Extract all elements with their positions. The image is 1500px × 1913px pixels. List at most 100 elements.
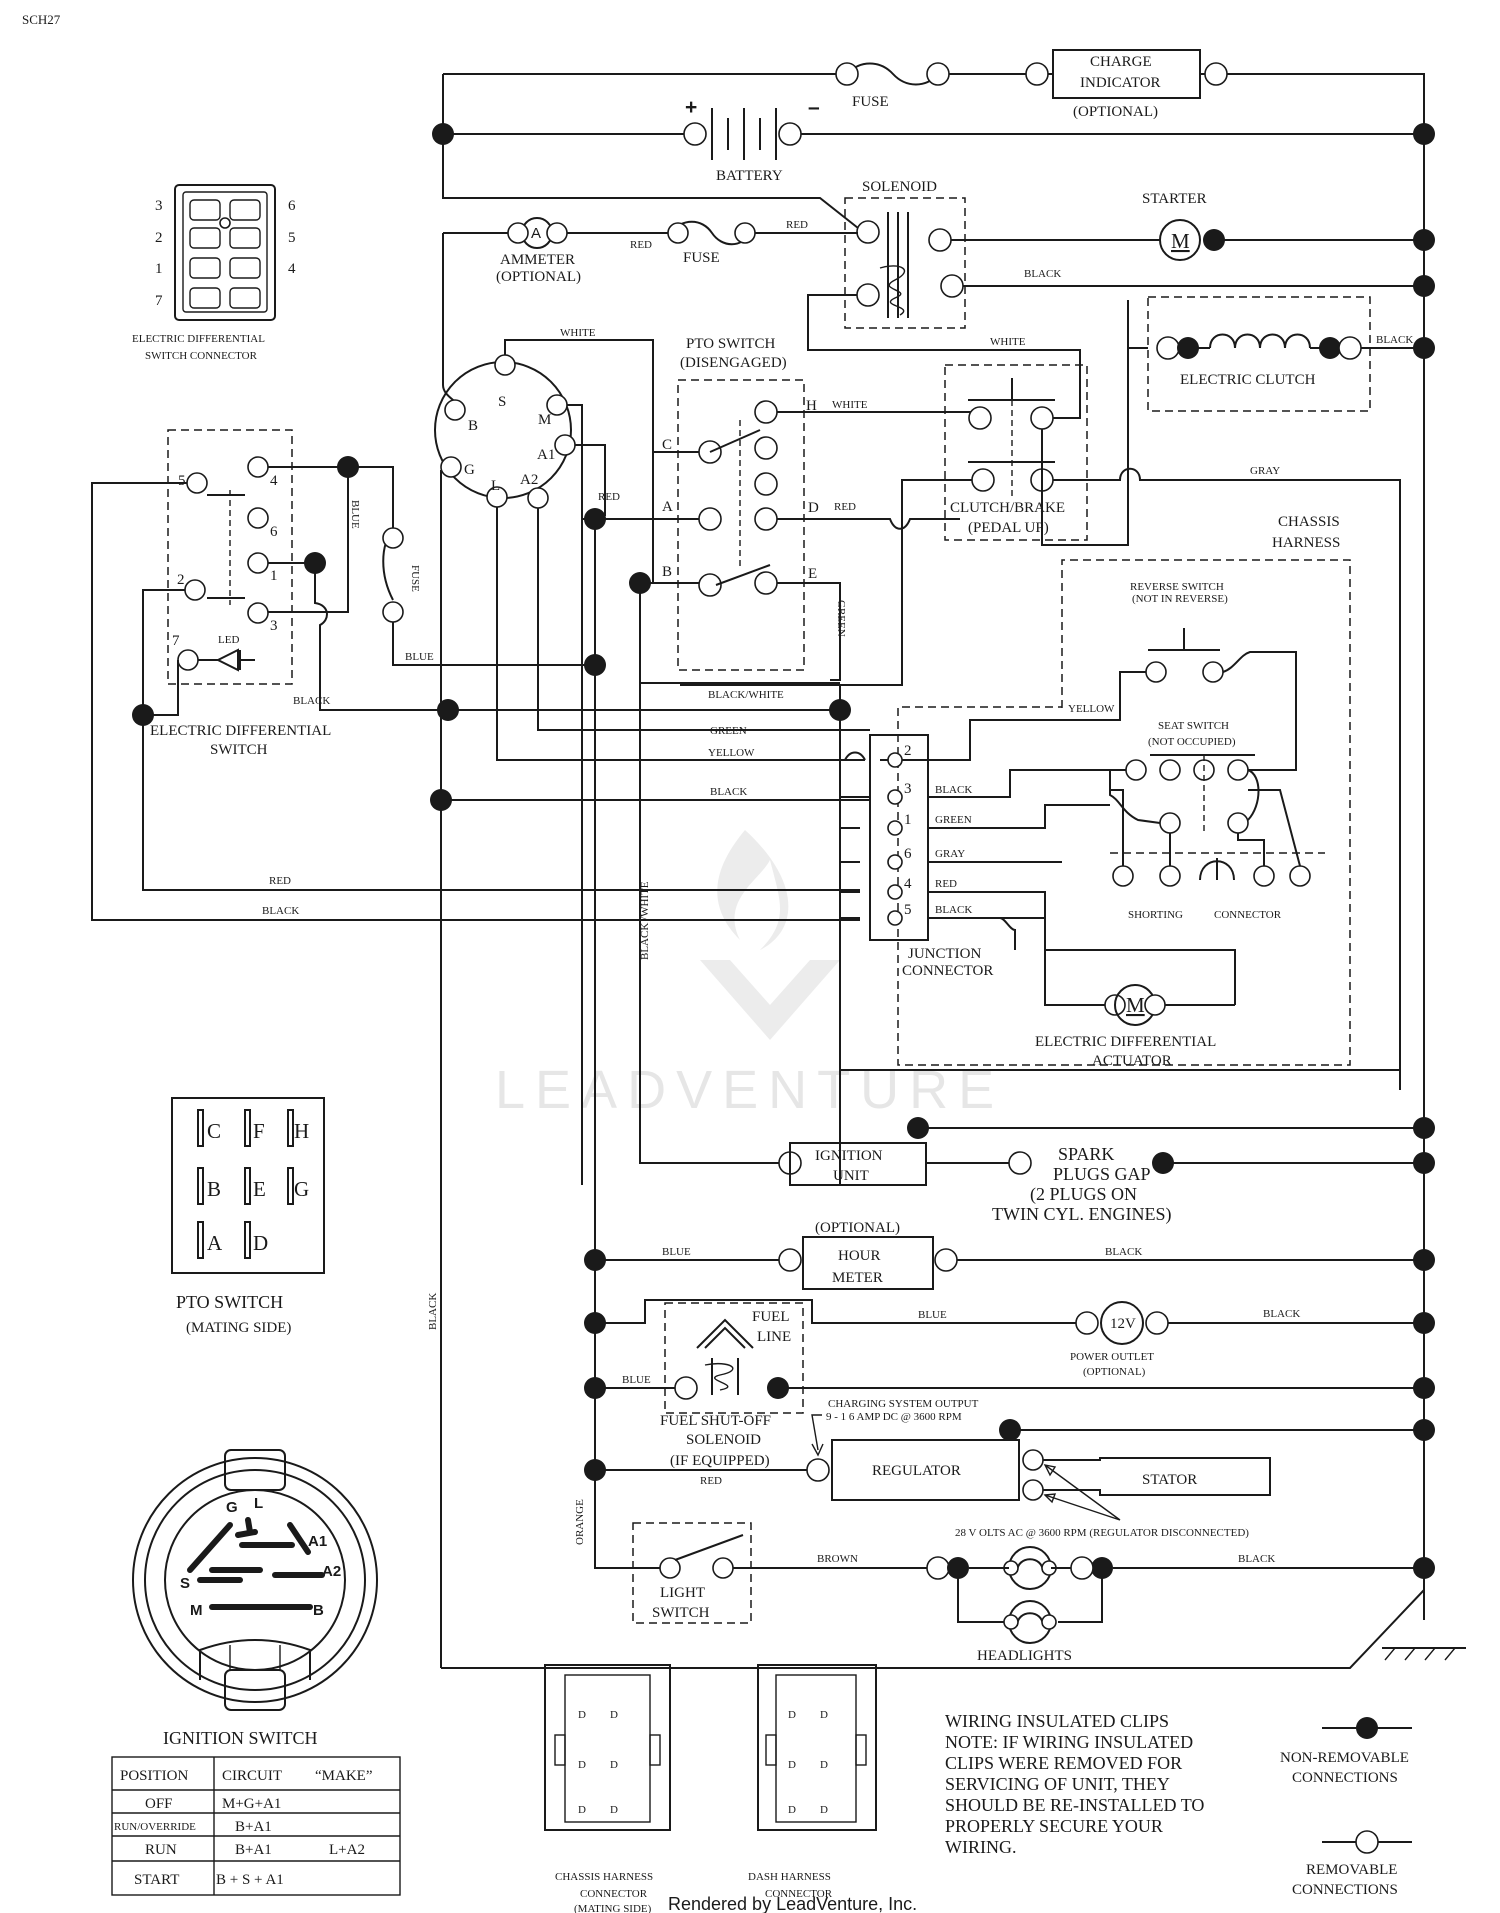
wire-yellow-rev: YELLOW <box>1068 703 1115 715</box>
spark-l1: SPARK <box>1058 1144 1114 1164</box>
pto-switch-schematic: PTO SWITCH (DISENGAGED) C H A D B E WHIT… <box>582 336 980 681</box>
solenoid-label: SOLENOID <box>862 179 937 195</box>
ign-mate-s: S <box>180 1575 190 1592</box>
wire-bw-pto: BLACK/WHITE <box>708 689 784 701</box>
svg-text:D: D <box>788 1759 796 1771</box>
legend-r-l2: CONNECTIONS <box>1292 1882 1398 1898</box>
wire-white-clutch: WHITE <box>990 336 1026 348</box>
table-head-circuit: CIRCUIT <box>222 1768 282 1784</box>
wire-black-v: BLACK <box>427 1293 439 1330</box>
svg-text:D: D <box>578 1759 586 1771</box>
svg-text:D: D <box>610 1709 618 1721</box>
ignition-switch-label: IGNITION SWITCH <box>163 1728 317 1748</box>
charging-l2: 9 - 1 6 AMP DC @ 3600 RPM <box>826 1411 962 1423</box>
ammeter-row: A RED RED FUSE AMMETER (OPTIONAL) <box>442 217 858 406</box>
wire-red-reg: RED <box>700 1475 722 1487</box>
wire-blue-diff: BLUE <box>349 500 361 529</box>
shorting-l1: SHORTING <box>1128 909 1183 921</box>
svg-text:D: D <box>788 1804 796 1816</box>
diff-pin-7: 7 <box>172 633 180 649</box>
junction-l1: JUNCTION <box>908 946 981 962</box>
junction-pin-3: 3 <box>904 781 912 797</box>
wire-black-outlet: BLACK <box>1263 1308 1300 1320</box>
clutch-brake-l2: (PEDAL UP) <box>968 520 1049 536</box>
junction-pin-6: 6 <box>904 846 912 862</box>
charging-l1: CHARGING SYSTEM OUTPUT <box>828 1398 979 1410</box>
junction-pin-1: 1 <box>904 812 912 828</box>
hour-meter: BLUE (OPTIONAL) HOUR METER BLACK <box>584 1220 1435 1290</box>
junction-l2: CONNECTOR <box>902 963 993 979</box>
ign-mate-a2: A2 <box>322 1563 341 1580</box>
note-l7: WIRING. <box>945 1837 1016 1857</box>
charge-indicator-l2: INDICATOR <box>1080 75 1161 91</box>
ign-mate-b: B <box>313 1602 324 1619</box>
wire-brown: BROWN <box>817 1553 858 1565</box>
wire-blue-hour: BLUE <box>662 1246 691 1258</box>
diff-conn-l2: SWITCH CONNECTOR <box>145 350 258 362</box>
regulator-stator: CHARGING SYSTEM OUTPUT 9 - 1 6 AMP DC @ … <box>584 1398 1435 1539</box>
light-switch-l2: SWITCH <box>652 1605 710 1621</box>
wire-black-lights: BLACK <box>1238 1553 1275 1565</box>
led-label: LED <box>218 634 239 646</box>
pto-mate-d: D <box>253 1231 268 1255</box>
headlights-label: HEADLIGHTS <box>977 1648 1072 1664</box>
wire-blue-outlet: BLUE <box>918 1309 947 1321</box>
note-l4: SERVICING OF UNIT, THEY <box>945 1774 1170 1794</box>
outlet-symbol: 12V <box>1110 1316 1136 1332</box>
wire-green-main: GREEN <box>710 725 747 737</box>
regulator-label: REGULATOR <box>872 1463 961 1479</box>
wire-red-ammeter: RED <box>630 239 652 251</box>
fuel-shutoff-l3: (IF EQUIPPED) <box>670 1453 770 1469</box>
wire-red-j4: RED <box>935 878 957 890</box>
diff-pin-6: 6 <box>270 524 278 540</box>
conn-pin-7: 7 <box>155 293 163 309</box>
light-switch-l1: LIGHT <box>660 1585 705 1601</box>
table-row-0-pos: OFF <box>145 1796 173 1812</box>
diff-switch-connector: 3 6 2 5 1 4 7 ELECTRIC DIFFERENTIAL SWIT… <box>132 184 296 362</box>
diff-pin-4: 4 <box>270 473 278 489</box>
starter-motor-symbol: M <box>1171 229 1190 253</box>
wire-white-ign: WHITE <box>560 327 596 339</box>
wire-black-main: BLACK <box>710 786 747 798</box>
wire-black-hour: BLACK <box>1105 1246 1142 1258</box>
ammeter-symbol: A <box>531 225 541 242</box>
svg-text:D: D <box>610 1804 618 1816</box>
pto-term-b: B <box>662 564 672 580</box>
note-l1: WIRING INSULATED CLIPS <box>945 1711 1169 1731</box>
chassis-harness-l2: HARNESS <box>1272 535 1340 551</box>
legend-r-l1: REMOVABLE <box>1306 1862 1397 1878</box>
fuel-line-l2: LINE <box>757 1329 791 1345</box>
table-row-3-pos: START <box>134 1872 179 1888</box>
pto-mating-l1: PTO SWITCH <box>176 1292 283 1312</box>
fuel-shutoff-l1: FUEL SHUT-OFF <box>660 1413 771 1429</box>
clutch-brake-l1: CLUTCH/BRAKE <box>950 500 1065 516</box>
starter-label: STARTER <box>1142 191 1207 207</box>
conn-pin-3: 3 <box>155 198 163 214</box>
wire-black-clutch: BLACK <box>1376 334 1413 346</box>
wire-gray-clutch: GRAY <box>1250 465 1280 477</box>
electric-differential-switch: 5 4 6 1 2 3 7 LED BLACK BLACK RED BLUE E… <box>91 429 860 921</box>
legend-nr-l1: NON-REMOVABLE <box>1280 1750 1409 1766</box>
footer-credit: Rendered by LeadVenture, Inc. <box>668 1894 917 1913</box>
wire-yellow-main: YELLOW <box>708 747 755 759</box>
dash-conn-l2: CONNECTOR <box>765 1888 833 1900</box>
pto-mate-c: C <box>207 1119 221 1143</box>
pto-mate-a: A <box>207 1231 223 1255</box>
solenoid-starter: SOLENOID M STARTER BLACK WHITE <box>807 179 1435 419</box>
spark-l4: TWIN CYL. ENGINES) <box>992 1204 1171 1225</box>
table-row-2-make: L+A2 <box>329 1842 365 1858</box>
svg-text:D: D <box>820 1759 828 1771</box>
table-row-2-circ: B+A1 <box>235 1842 272 1858</box>
stator-ac-label: 28 V OLTS AC @ 3600 RPM (REGULATOR DISCO… <box>955 1527 1249 1539</box>
fuel-shutoff-l2: SOLENOID <box>686 1432 761 1448</box>
ign-mate-a1: A1 <box>308 1533 327 1550</box>
pto-mate-g: G <box>294 1177 309 1201</box>
wire-green-e: GREEN <box>835 600 847 637</box>
svg-text:D: D <box>610 1759 618 1771</box>
wire-black-solenoid: BLACK <box>1024 268 1061 280</box>
note-l2: NOTE: IF WIRING INSULATED <box>945 1732 1193 1752</box>
hour-l3: METER <box>832 1270 883 1286</box>
chassis-harness-l1: CHASSIS <box>1278 514 1340 530</box>
note-l3: CLIPS WERE REMOVED FOR <box>945 1753 1182 1773</box>
